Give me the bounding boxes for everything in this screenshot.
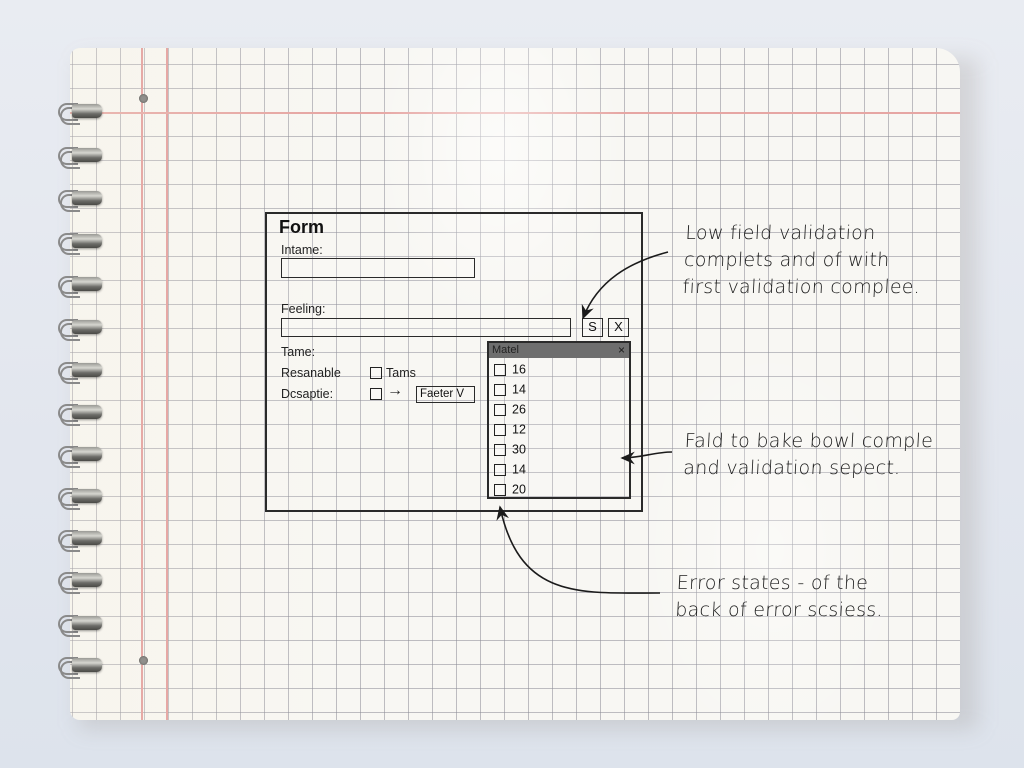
tame-label: Tame: [281, 345, 316, 359]
spiral-ring-icon [58, 655, 104, 679]
tams-checkbox-label: Tams [386, 366, 416, 380]
dropdown-item[interactable]: 30 [494, 442, 526, 459]
checkbox[interactable] [494, 363, 506, 376]
annotation-dropdown: Fald to bake bowl comple and validation … [682, 430, 934, 479]
intame-label: Intame: [281, 243, 323, 257]
checkbox[interactable] [494, 443, 506, 456]
close-icon[interactable]: × [617, 343, 625, 357]
annotation-validation: Low field validation complets and of wit… [682, 222, 921, 298]
faeter-select[interactable]: Faeter V [416, 386, 475, 403]
dropdown-item[interactable]: 26 [494, 402, 526, 419]
dropdown-item[interactable]: 14 [494, 462, 526, 479]
checkbox[interactable] [494, 403, 506, 416]
tams-checkbox[interactable] [370, 367, 382, 379]
spiral-ring-icon [58, 360, 104, 384]
checkbox[interactable] [494, 383, 506, 396]
spiral-ring-icon [58, 444, 104, 468]
resanable-label: Resanable [281, 366, 341, 380]
arrow-right-icon: → [387, 382, 403, 399]
checkbox[interactable] [494, 463, 506, 476]
spiral-ring-icon [58, 402, 104, 426]
spiral-ring-icon [58, 486, 104, 510]
checkbox[interactable] [494, 483, 506, 496]
dropdown-item[interactable]: 20 [494, 482, 526, 499]
spiral-ring-icon [58, 274, 104, 298]
spiral-ring-icon [58, 188, 104, 212]
form-wireframe [265, 212, 643, 512]
arrow-to-dropdown [620, 451, 673, 465]
feeling-clear-button[interactable]: X [608, 318, 629, 337]
spiral-ring-icon [58, 528, 104, 552]
arrow-to-save-button [581, 251, 669, 320]
spiral-ring-icon [58, 613, 104, 637]
dcsaptie-label: Dcsaptie: [281, 387, 334, 401]
dcsaptie-checkbox[interactable] [370, 388, 382, 400]
intame-input[interactable] [281, 258, 475, 278]
feeling-label: Feeling: [281, 302, 326, 316]
dropdown-item[interactable]: 12 [494, 422, 526, 439]
arrow-to-dropdown-bottom [496, 505, 661, 594]
dropdown-item[interactable]: 16 [494, 362, 526, 379]
annotation-error-states: Error states - of the back of error scsi… [674, 572, 884, 621]
spiral-ring-icon [58, 101, 104, 125]
dropdown-list: Matel × 16 14 26 12 30 14 20 [487, 341, 631, 499]
feeling-input[interactable] [281, 318, 571, 337]
spiral-ring-icon [58, 317, 104, 341]
spiral-ring-icon [58, 570, 104, 594]
spiral-ring-icon [58, 231, 104, 255]
dropdown-title: Matel [492, 344, 519, 356]
form-title: Form [279, 217, 324, 237]
checkbox[interactable] [494, 423, 506, 436]
spiral-ring-icon [58, 145, 104, 169]
dropdown-header: Matel × [489, 343, 629, 358]
dropdown-item[interactable]: 14 [494, 382, 526, 399]
